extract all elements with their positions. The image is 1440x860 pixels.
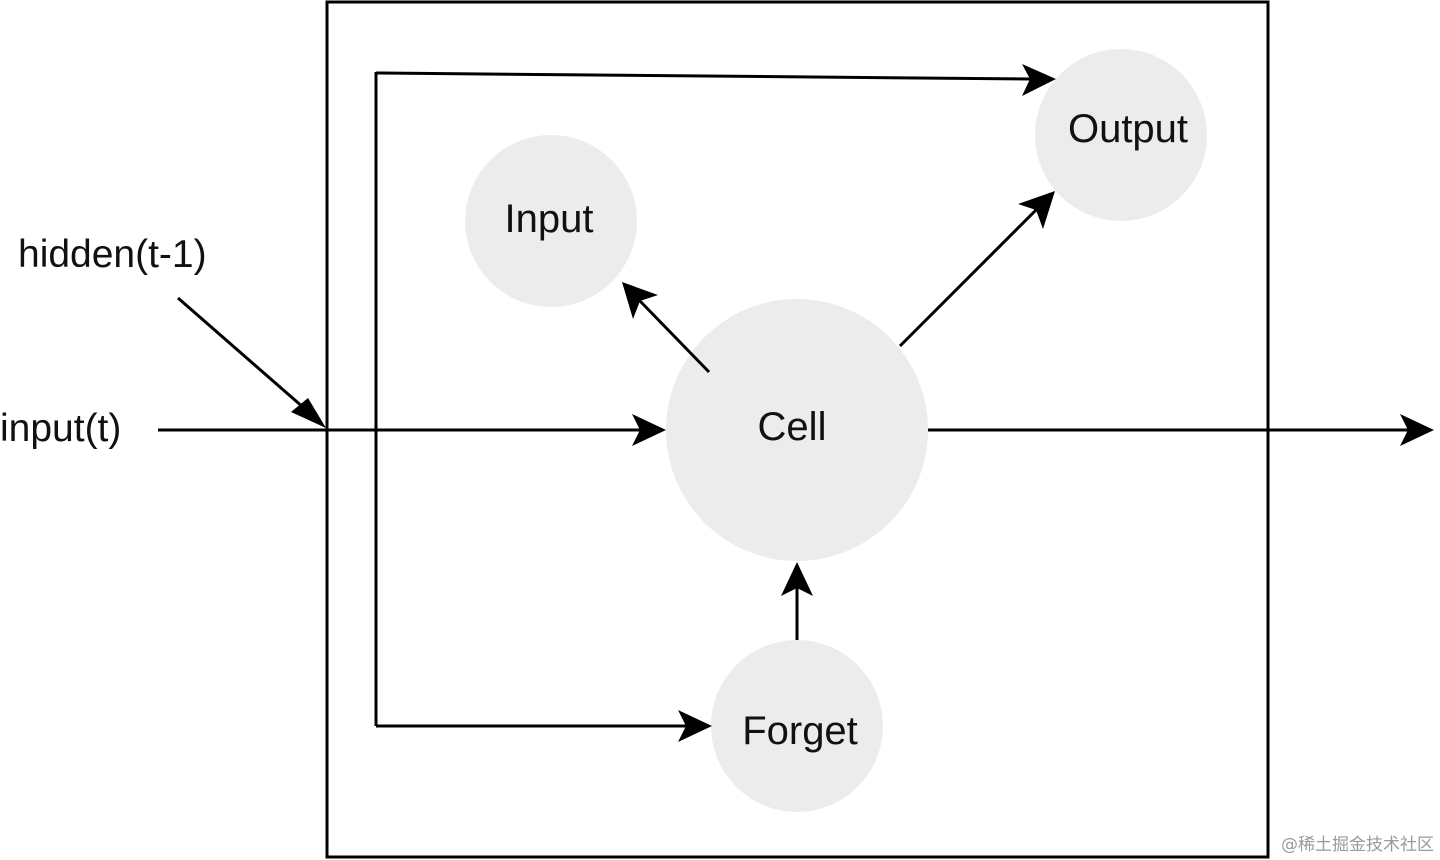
input-gate-label: Input bbox=[505, 197, 594, 241]
hidden-input-arrow-line bbox=[177, 296, 313, 417]
forget-gate-label: Forget bbox=[742, 709, 858, 753]
forget-gate-node bbox=[711, 640, 883, 812]
cell-node bbox=[666, 299, 928, 561]
output-gate-label: Output bbox=[1068, 107, 1188, 151]
watermark-text: @稀土掘金技术社区 bbox=[1281, 835, 1434, 855]
cell-to-output-line bbox=[898, 208, 1038, 348]
trunk-to-forget-arrowhead bbox=[678, 710, 712, 742]
trunk-to-output-line bbox=[375, 71, 1031, 81]
output-gate-node bbox=[1035, 49, 1207, 221]
hidden-input-label: hidden(t-1) bbox=[18, 233, 207, 276]
input-gate-node bbox=[465, 135, 637, 307]
cell-to-output-arrowhead bbox=[1018, 191, 1055, 229]
forget-to-cell-arrowhead bbox=[781, 562, 813, 596]
cell-output-arrowhead bbox=[1400, 414, 1434, 446]
cell-to-input-line bbox=[638, 299, 711, 374]
input-t-label: input(t) bbox=[0, 407, 121, 450]
input-to-cell-arrowhead bbox=[632, 414, 666, 446]
trunk-to-output-arrowhead bbox=[1022, 64, 1056, 96]
hidden-input-arrowhead bbox=[291, 398, 326, 428]
cell-label: Cell bbox=[758, 405, 827, 449]
cell-to-input-arrowhead bbox=[622, 282, 658, 319]
